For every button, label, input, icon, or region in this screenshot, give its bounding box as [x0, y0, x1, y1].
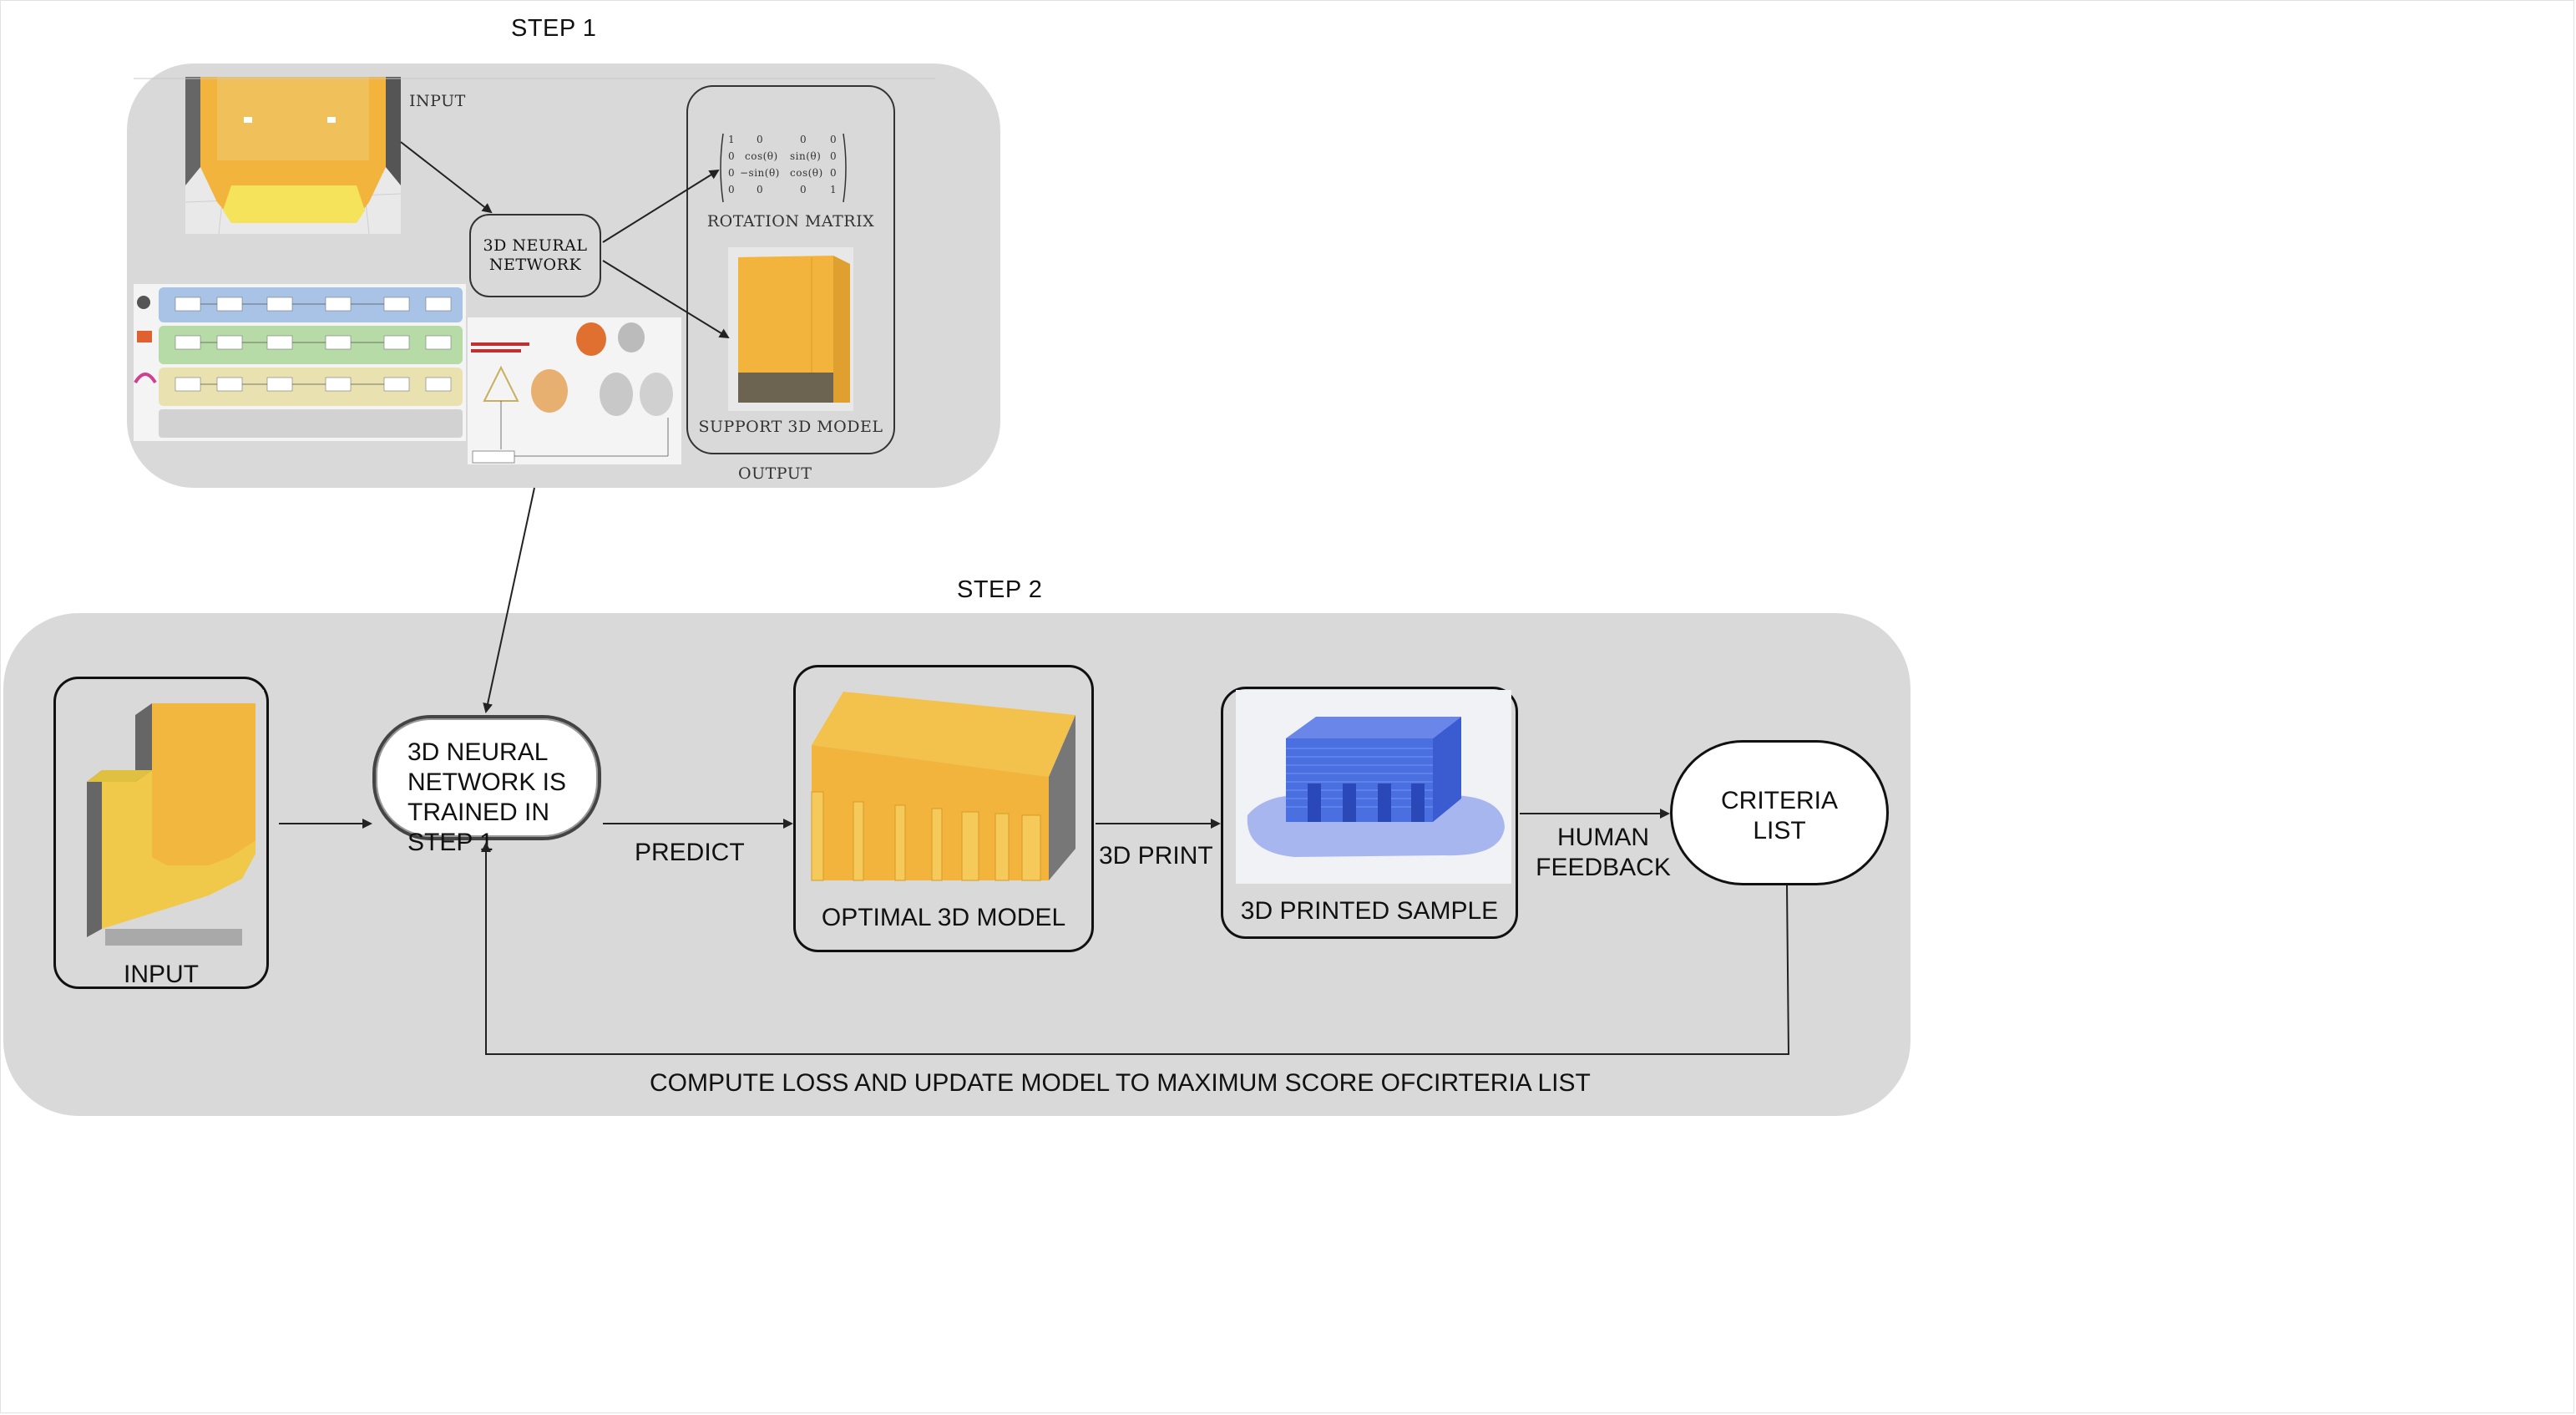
step1-nn-line2: NETWORK — [488, 256, 582, 274]
step2-nn-line3: TRAINED IN — [407, 799, 550, 826]
head-reconstruction-thumbnail — [468, 317, 681, 464]
step1-title: STEP 1 — [511, 15, 597, 42]
3d-printed-sample-photo — [1236, 690, 1511, 884]
optimal-3d-model-render — [807, 685, 1084, 885]
criteria-list-line1: CRITERIA — [1720, 787, 1838, 814]
step1-input-label: INPUT — [409, 92, 466, 110]
3d-print-label: 3D PRINT — [1099, 842, 1213, 870]
step2-nn-line4: STEP 1 — [407, 829, 493, 856]
compute-loss-label: COMPUTE LOSS AND UPDATE MODEL TO MAXIMUM… — [650, 1069, 1591, 1097]
step2-neural-network-box — [372, 715, 601, 840]
step1-neural-network-box — [469, 214, 601, 297]
predict-label: PREDICT — [635, 839, 745, 866]
step2-input-label: INPUT — [124, 961, 199, 988]
human-feedback-line1: HUMAN — [1557, 824, 1649, 851]
optimal-3d-model-label: OPTIMAL 3D MODEL — [821, 904, 1066, 931]
step2-input-render — [84, 690, 264, 946]
support-3d-model-label: SUPPORT 3D MODEL — [698, 418, 883, 436]
rotation-matrix-label: ROTATION MATRIX — [706, 212, 875, 231]
criteria-list-line2: LIST — [1753, 817, 1806, 844]
architecture-diagram-thumbnail — [134, 284, 466, 441]
human-feedback-line2: FEEDBACK — [1536, 854, 1671, 881]
step2-input-box — [53, 677, 269, 989]
rotation-matrix: 1 0 0 0 0 cos(θ) sin(θ) 0 0 −sin(θ) cos(… — [716, 130, 850, 205]
step1-output-label: OUTPUT — [738, 464, 812, 483]
step2-nn-line1: 3D NEURAL — [407, 738, 549, 766]
3d-printed-sample-label: 3D PRINTED SAMPLE — [1240, 897, 1499, 925]
step2-title: STEP 2 — [957, 576, 1043, 603]
step1-nn-line1: 3D NEURAL — [483, 236, 588, 255]
step2-nn-line2: NETWORK IS — [407, 768, 567, 796]
step1-input-render — [185, 77, 401, 234]
support-3d-model-render — [728, 247, 853, 411]
